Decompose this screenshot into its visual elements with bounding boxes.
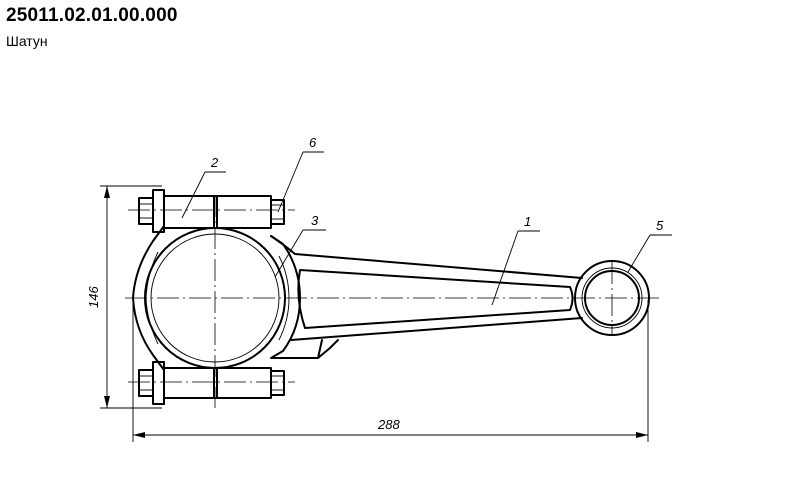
- upper-cap: [138, 189, 285, 233]
- height-dimension: [100, 185, 162, 409]
- length-dimension-label: 288: [377, 417, 400, 432]
- callout-2: 2: [210, 155, 219, 170]
- part-number: 25011.02.01.00.000: [6, 5, 178, 26]
- callout-6: 6: [309, 135, 317, 150]
- leader-lines: [181, 151, 672, 306]
- small-end: [574, 260, 650, 336]
- callout-3: 3: [311, 213, 319, 228]
- callout-5: 5: [656, 218, 664, 233]
- height-dimension-label: 146: [86, 286, 101, 308]
- center-lines: [125, 195, 660, 408]
- length-dimension: [132, 300, 649, 442]
- callout-1: 1: [524, 214, 531, 229]
- part-name: Шатун: [6, 33, 48, 49]
- lower-cap: [138, 361, 285, 405]
- rod-shank: [270, 235, 583, 359]
